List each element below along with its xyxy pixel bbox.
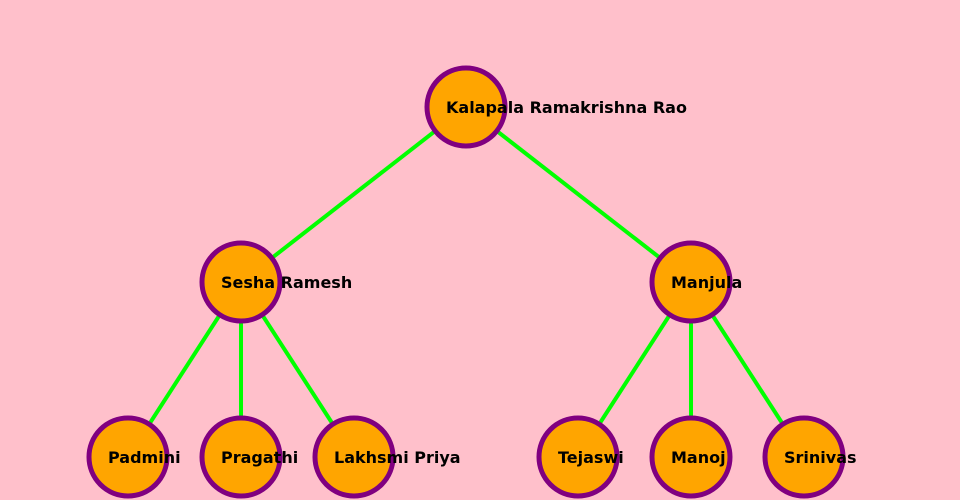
tree-node: Srinivas [762, 415, 857, 499]
node-circle [762, 415, 846, 499]
node-circle [536, 415, 620, 499]
tree-node: Tejaswi [536, 415, 624, 499]
node-circle [649, 240, 733, 324]
node-circle [649, 415, 733, 499]
node-circle [199, 415, 283, 499]
node-label: Sesha Ramesh [221, 273, 352, 292]
node-label: Tejaswi [558, 448, 624, 467]
node-label: Srinivas [784, 448, 857, 467]
node-label: Kalapala Ramakrishna Rao [446, 98, 687, 117]
node-label: Padmini [108, 448, 181, 467]
tree-node: Sesha Ramesh [199, 240, 352, 324]
tree-node: Manoj [649, 415, 733, 499]
tree-node: Kalapala Ramakrishna Rao [424, 65, 687, 149]
node-circle [86, 415, 170, 499]
tree-node: Lakhsmi Priya [312, 415, 461, 499]
tree-node: Padmini [86, 415, 181, 499]
node-circle [424, 65, 508, 149]
node-circle [199, 240, 283, 324]
tree-edge [464, 105, 693, 284]
tree-node: Pragathi [199, 415, 298, 499]
tree-edge [239, 105, 468, 284]
node-label: Manoj [671, 448, 726, 467]
node-label: Pragathi [221, 448, 298, 467]
tree-node: Manjula [649, 240, 742, 324]
node-label: Lakhsmi Priya [334, 448, 461, 467]
node-circle [312, 415, 396, 499]
node-label: Manjula [671, 273, 742, 292]
